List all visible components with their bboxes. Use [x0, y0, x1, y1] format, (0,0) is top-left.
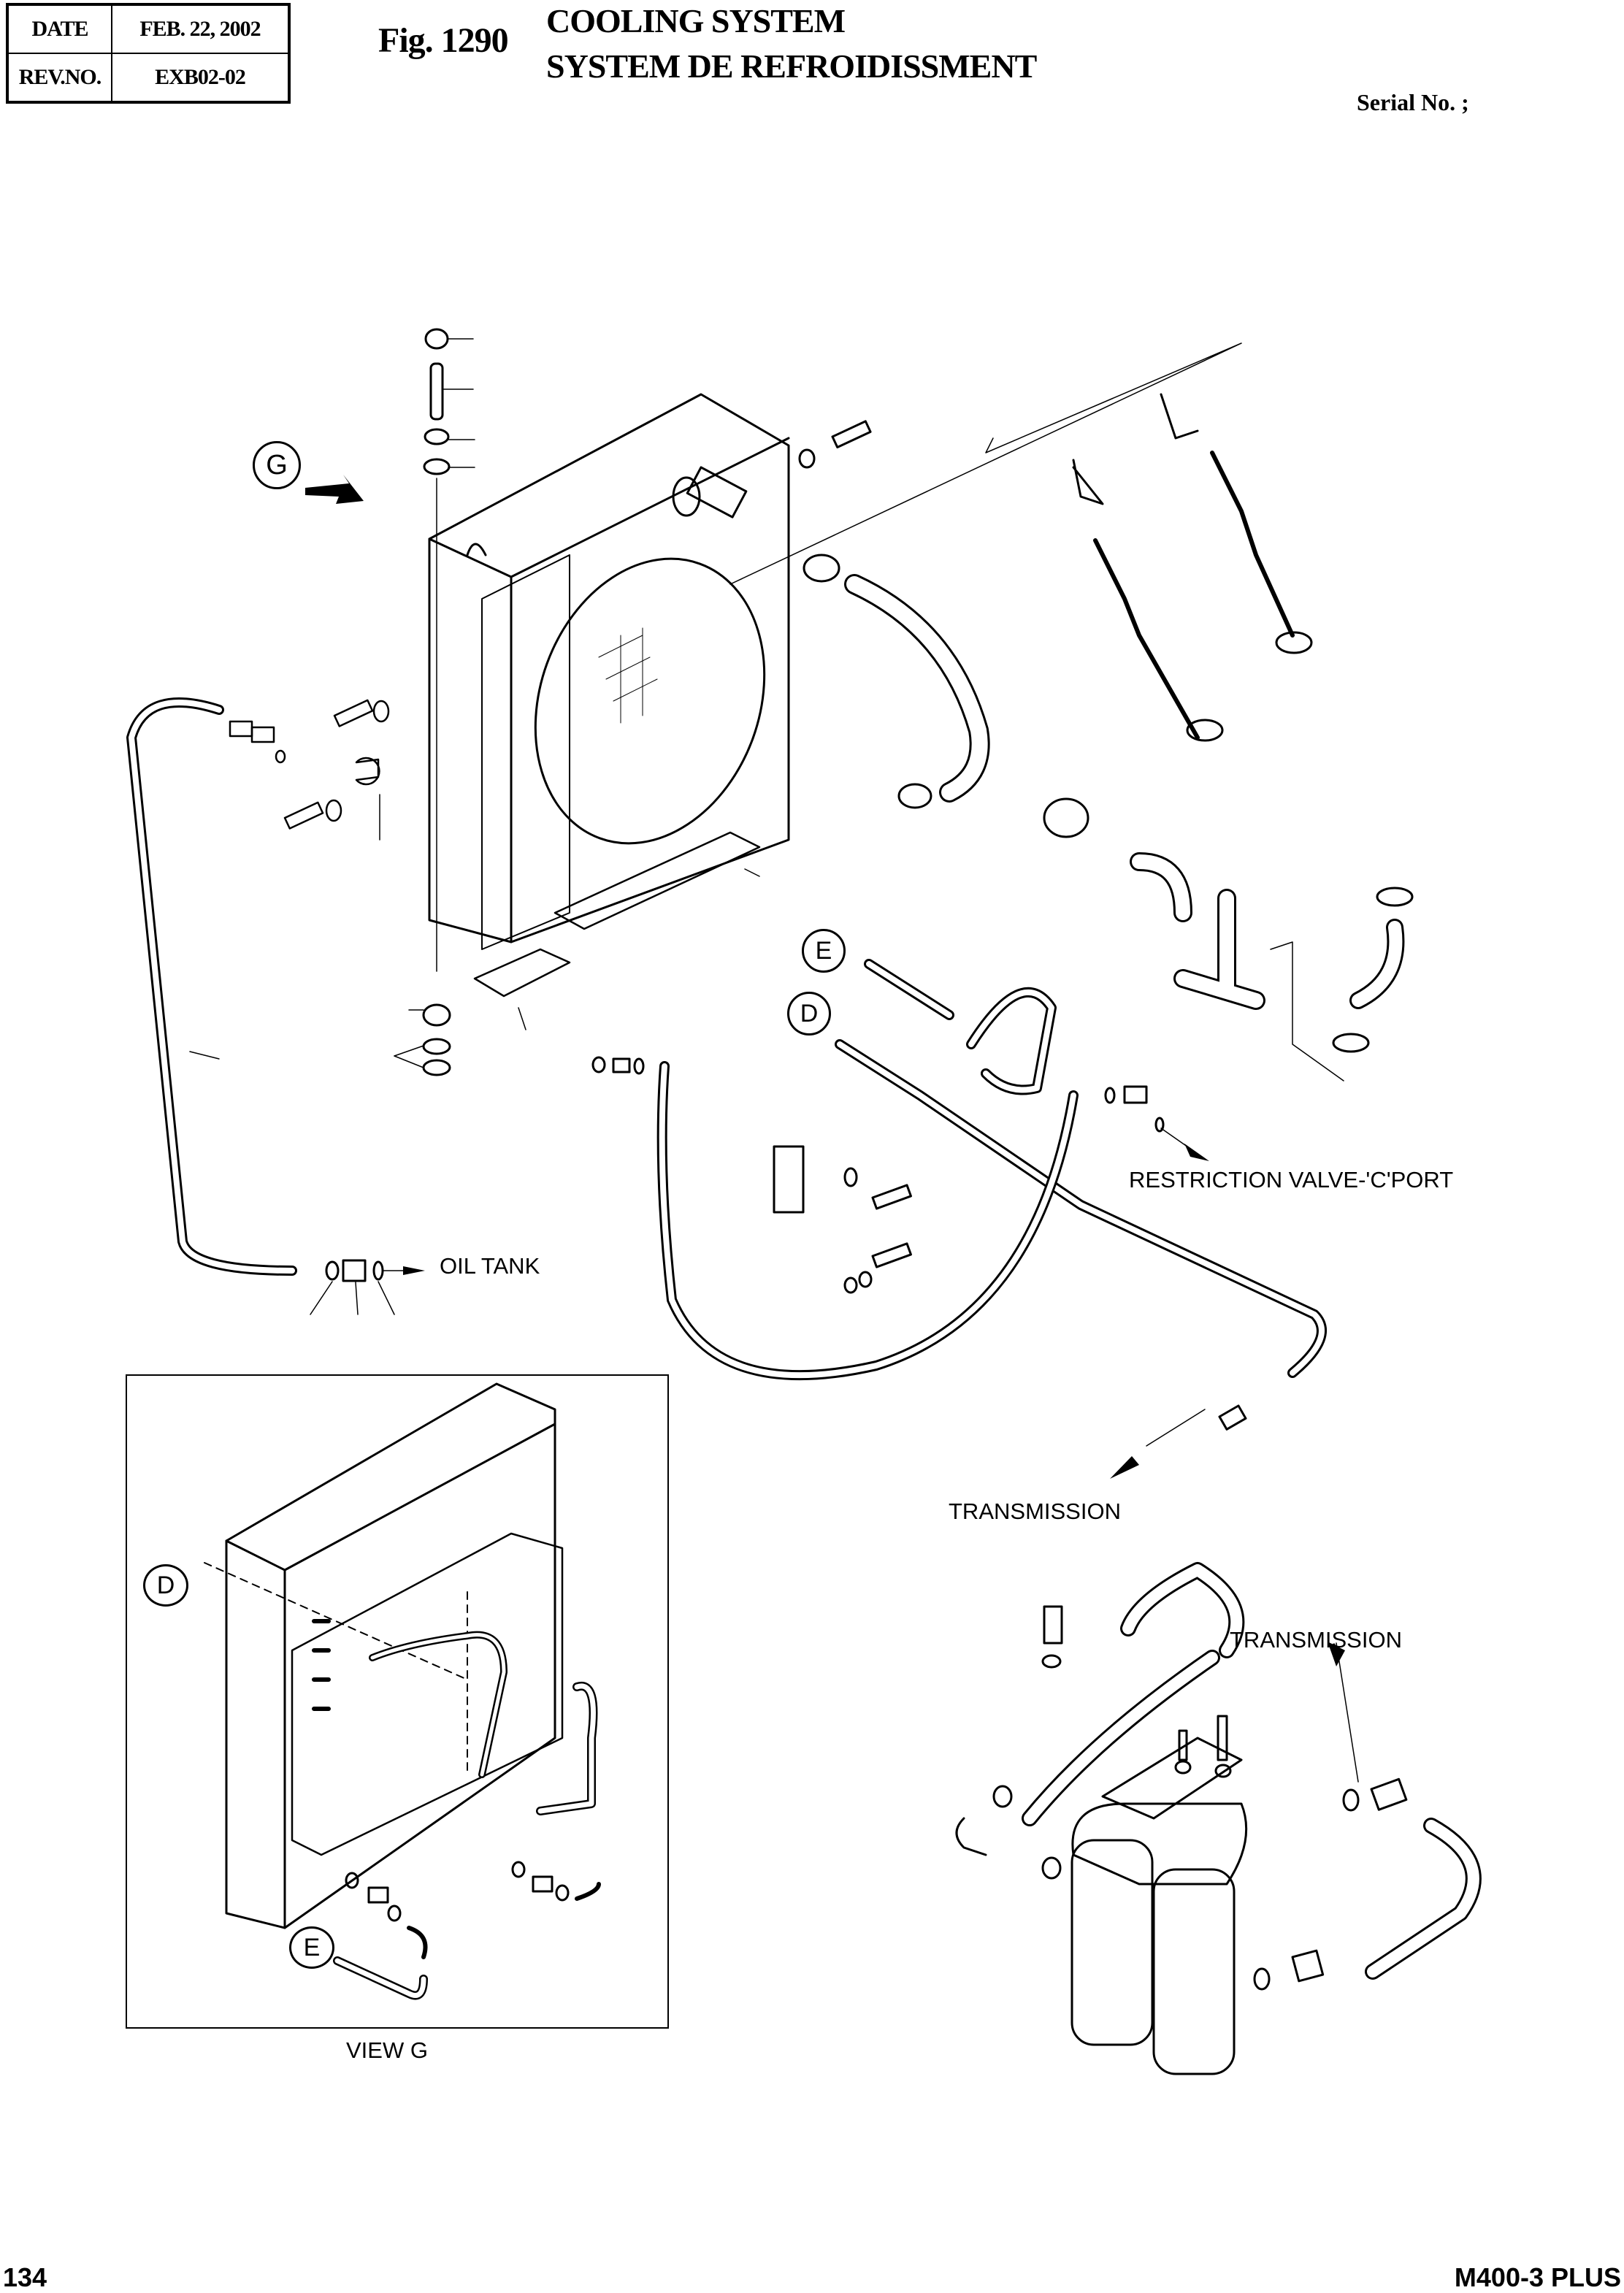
date-value: FEB. 22, 2002 [111, 4, 290, 54]
view-g-drawing [204, 1382, 601, 2000]
oil-tank-label: OIL TANK [440, 1253, 540, 1279]
mount-hardware-stack [394, 328, 475, 1076]
transmission-label: TRANSMISSION [949, 1498, 1121, 1524]
revision-row: REV.NO. EXB02-02 [7, 53, 290, 103]
filter-transmission-label: TRANSMISSION [1230, 1627, 1402, 1653]
transmission-arrow-icon [1110, 1456, 1139, 1479]
restriction-valve-arrow-icon [1184, 1144, 1209, 1161]
restriction-valve-label: RESTRICTION VALVE-'C'PORT [1129, 1167, 1454, 1193]
oil-tank-hose [126, 697, 425, 1315]
lower-coolant-hoses [1130, 852, 1414, 1082]
figure-number: Fig. 1290 [378, 21, 509, 60]
view-g-detail-e-callout: E [289, 1926, 334, 1969]
oil-cooler-lines [591, 959, 1327, 1479]
title-english: COOLING SYSTEM [546, 2, 846, 39]
model-name: M400-3 PLUS [1454, 2262, 1621, 2292]
foam-strips [473, 831, 761, 1030]
left-bolts-clamp [229, 699, 390, 841]
radiator-assembly [428, 393, 790, 950]
revision-value: EXB02-02 [111, 53, 290, 103]
detail-e-callout: E [802, 929, 846, 973]
transmission-filter-assembly [955, 1562, 1482, 2075]
view-direction-arrow-icon [305, 475, 364, 504]
view-g-callout: G [253, 441, 301, 489]
upper-coolant-hose [798, 420, 1089, 838]
level-gauge-rods [729, 342, 1313, 742]
date-label: DATE [7, 4, 112, 54]
revision-label: REV.NO. [7, 53, 112, 103]
filter-transmission-arrow-icon [1328, 1642, 1345, 1666]
view-g-detail-d-callout: D [143, 1564, 188, 1607]
page-number: 134 [3, 2262, 47, 2292]
view-g-caption: VIEW G [346, 2037, 428, 2063]
date-row: DATE FEB. 22, 2002 [7, 4, 290, 54]
serial-number-label: Serial No. ; [1357, 89, 1469, 115]
oil-tank-arrow-icon [403, 1266, 425, 1275]
detail-d-callout: D [787, 992, 831, 1036]
title-french: SYSTEM DE REFROIDISSMENT [546, 47, 1037, 85]
revision-table: DATE FEB. 22, 2002 REV.NO. EXB02-02 [6, 3, 291, 104]
view-g-inset-frame [126, 1374, 669, 2029]
